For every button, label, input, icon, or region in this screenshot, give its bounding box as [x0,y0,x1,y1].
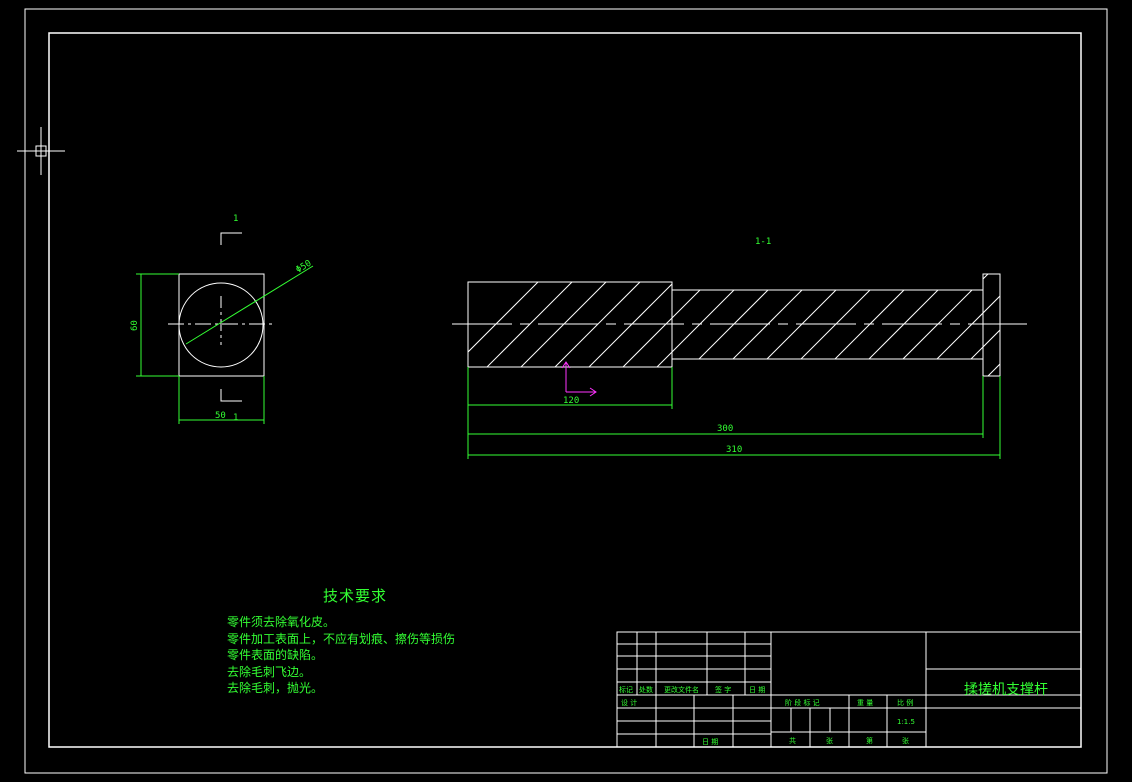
tech-line-4: 去除毛刺飞边。 [227,664,312,679]
hatch-line [1018,270,1128,380]
hatch-line [745,274,857,376]
rev-header-date: 日 期 [749,686,765,694]
tech-line-2: 零件加工表面上，不应有划痕、擦伤等损伤 [227,631,456,646]
date-label: 日 期 [702,738,718,746]
dim-300-text: 300 [717,424,733,434]
design-label: 设 计 [621,698,637,707]
tech-requirements-title: 技术要求 [323,587,388,605]
sheet-inner-border [48,32,1082,748]
hatch-line [915,274,1000,376]
crosshair-cursor-icon [17,127,65,175]
dim-height-text: 60 [130,320,140,331]
hatch-line [575,274,687,376]
rev-header-sign: 签 字 [715,685,731,694]
hatch-line [609,274,721,376]
hatch-line [1052,270,1132,380]
hatch-line [813,274,925,376]
part-outline [467,273,1001,377]
hatch-line [643,274,755,376]
ucs-icon [561,361,597,397]
section-view [452,270,1132,459]
sheet-outer-border [24,8,1108,774]
section-title-label: 1-1 [755,237,771,247]
rev-header-mark: 标记 [619,685,633,694]
section-mark-bottom [220,389,242,402]
section-mark-label-top: 1 [233,214,238,224]
sheet-num-label: 第 [866,736,873,745]
left-view [136,232,314,424]
hatching [468,270,1132,380]
title-block [616,631,1082,748]
section-mark-top [220,232,242,245]
tech-line-1: 零件须去除氧化皮。 [227,615,336,629]
dim-width-text: 50 [215,411,226,421]
hatch-line [711,274,823,376]
tech-line-5: 去除毛刺，抛光。 [227,681,324,695]
stage-mark-label: 阶 段 标 记 [785,698,820,707]
dim-diameter-text: Φ50 [294,259,313,276]
hatch-line [473,274,585,376]
rev-header-count: 处数 [639,685,653,694]
tech-line-3: 零件表面的缺陷。 [227,648,324,662]
section-mark-label-bottom: 1 [233,413,238,423]
hatch-line [677,274,789,376]
hatch-line [1086,270,1132,380]
hatch-line [881,274,993,376]
sheet-total-label: 共 [789,736,796,745]
hatch-line [847,274,959,376]
dim-120-text: 120 [563,396,579,406]
hatch-line [507,274,619,376]
scale-value: 1:1.5 [897,718,915,726]
sheet-num-unit: 张 [902,736,909,745]
part-name: 揉搓机支撑杆 [964,682,1048,698]
tech-requirements-list: 零件须去除氧化皮。 零件加工表面上，不应有划痕、擦伤等损伤 零件表面的缺陷。 去… [227,614,455,697]
sheet-total-unit: 张 [826,736,833,745]
weight-label: 重 量 [857,699,873,707]
hatch-line [468,274,551,376]
scale-label: 比 例 [897,698,913,707]
hatch-line [949,274,1000,376]
hatch-line [779,274,891,376]
rev-header-file: 更改文件名 [664,685,699,694]
hatch-line [541,274,653,376]
diameter-leader [185,265,314,345]
circle-outline [178,282,264,368]
dim-310-text: 310 [726,445,742,455]
